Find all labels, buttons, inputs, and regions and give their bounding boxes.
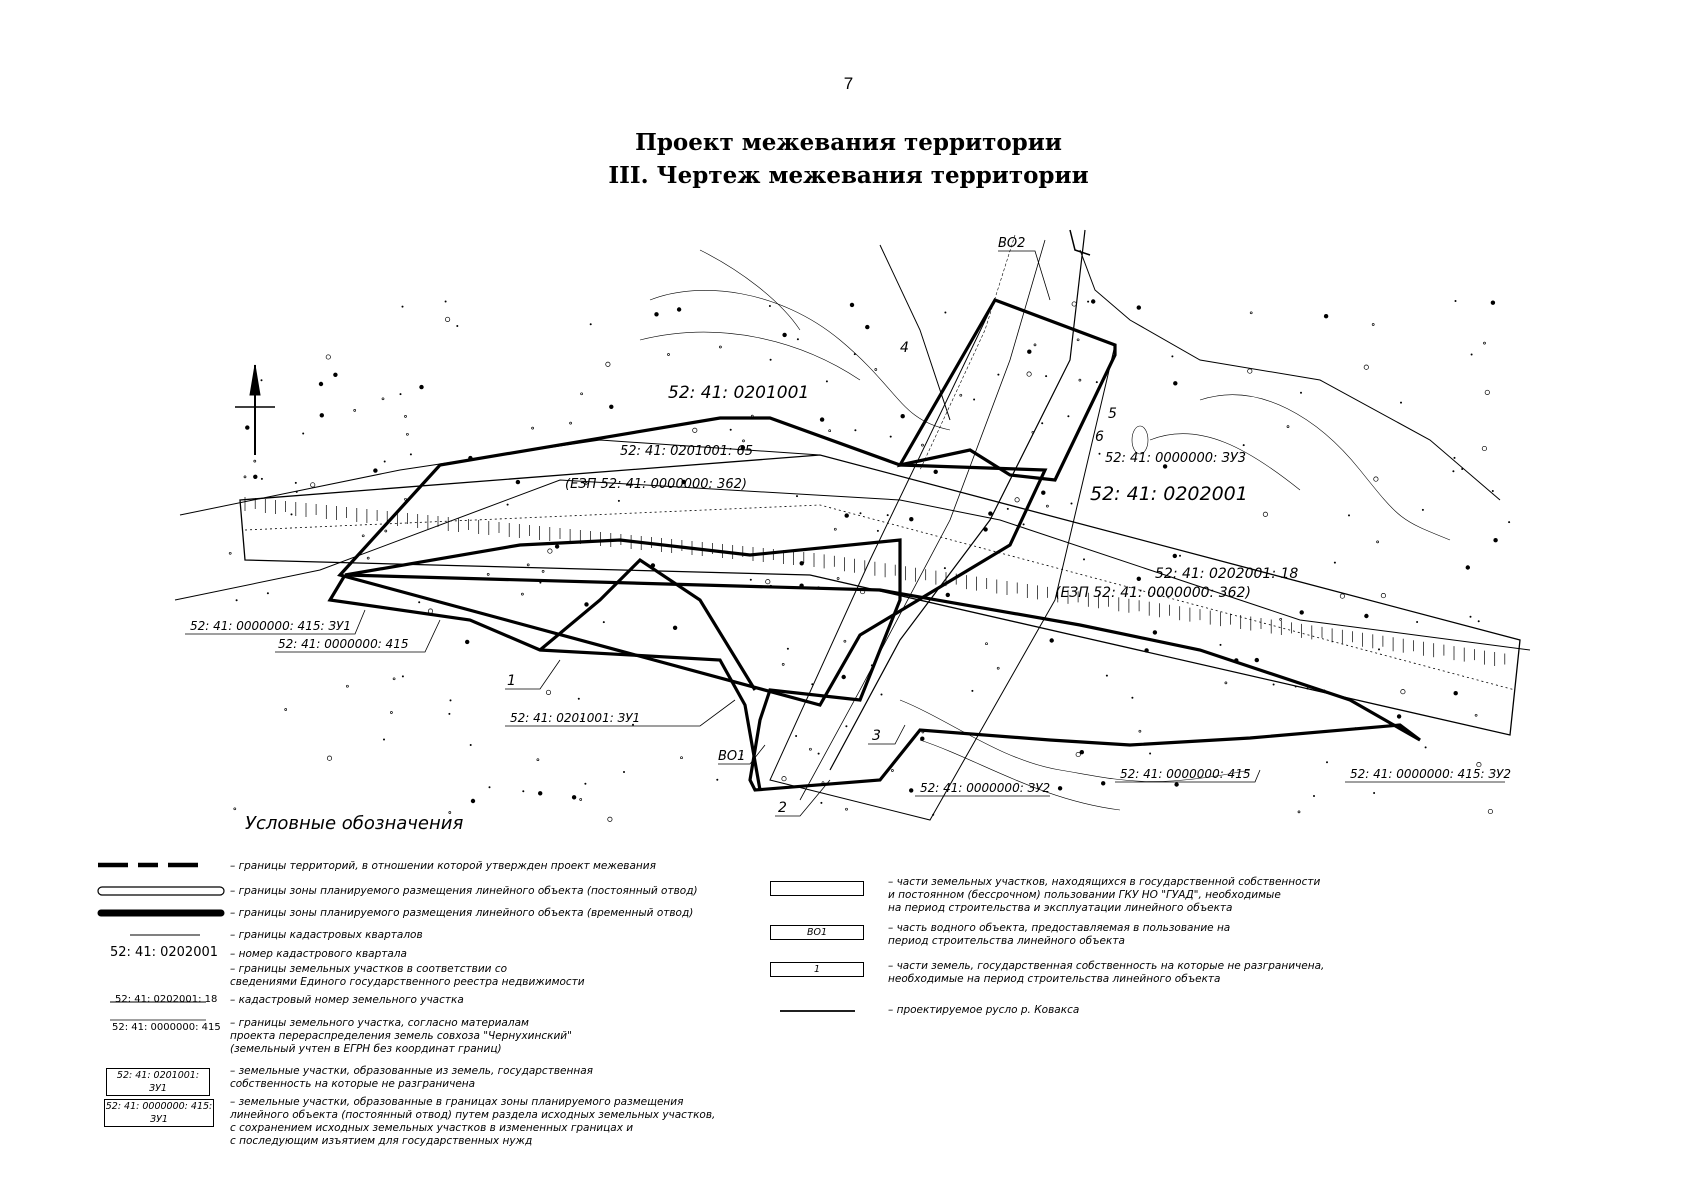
label-leaders — [185, 250, 1505, 817]
parcel-label-5: 52: 41: 0000000: 415 — [1120, 767, 1250, 781]
parcel-label-10: 52: 41: 0201001: 65 — [620, 444, 753, 459]
legend-right-text-0: – части земельных участков, находящихся … — [888, 876, 1321, 914]
legend-right-code-2: 1 — [770, 962, 864, 977]
water-object-label-2: ВО2 — [998, 236, 1025, 251]
legend-right-text-2: – части земель, государственная собствен… — [888, 960, 1325, 985]
legend-code-6: 52: 41: 0202001: 18 — [115, 994, 218, 1005]
parcel-label-3: 52: 41: 0201001: ЗУ1 — [510, 711, 640, 725]
parcel-label-6: 52: 41: 0000000: 415: ЗУ2 — [1350, 767, 1511, 781]
contour-lines — [639, 249, 1451, 811]
water-object-label-1: ВО1 — [718, 749, 745, 764]
parcel-label-9: (ЕЗП 52: 41: 0000000: 362) — [1055, 585, 1251, 601]
temporary-allotment-boundary — [327, 298, 1421, 792]
legend-code-8: 52: 41: 0201001: ЗУ1 — [106, 1068, 210, 1096]
document-title: Проект межевания территории — [635, 129, 1062, 156]
cadastral-quarter-lines — [174, 244, 1531, 651]
document-subtitle: III. Чертеж межевания территории — [608, 162, 1089, 189]
legend-text-8: – земельные участки, образованные из зем… — [230, 1065, 593, 1090]
zone-number-5: 5 — [1108, 406, 1117, 422]
parcel-label-8: 52: 41: 0202001: 18 — [1155, 566, 1298, 582]
legend-text-7: – границы земельного участка, согласно м… — [230, 1017, 572, 1055]
legend-right-text-3: – проектируемое русло р. Ковакса — [888, 1004, 1080, 1016]
quarter-label-2: 52: 41: 0202001 — [1090, 483, 1248, 505]
legend-text-6: – кадастровый номер земельного участка — [230, 994, 464, 1006]
zone-number-1: 1 — [507, 673, 516, 689]
zone-number-4: 4 — [900, 340, 909, 356]
legend-text-0: – границы территорий, в отношении которо… — [230, 860, 656, 872]
legend-code-9: 52: 41: 0000000: 415: ЗУ1 — [104, 1099, 214, 1127]
legend-code-7: 52: 41: 0000000: 415 — [112, 1022, 221, 1033]
legend-text-9: – земельные участки, образованные в гран… — [230, 1096, 716, 1147]
zone-number-2: 2 — [778, 800, 787, 816]
parcel-label-4: 52: 41: 0000000: ЗУ2 — [920, 781, 1050, 795]
parcel-label-11: (ЕЗП 52: 41: 0000000: 362) — [565, 477, 747, 492]
legend-right-text-1: – часть водного объекта, предоставляемая… — [888, 922, 1231, 947]
legend-text-2: – границы зоны планируемого размещения л… — [230, 907, 694, 919]
quarter-label-1: 52: 41: 0201001 — [668, 383, 809, 403]
zone-number-3: 3 — [872, 728, 881, 744]
parcel-label-7: 52: 41: 0000000: ЗУ3 — [1105, 451, 1246, 466]
legend-title: Условные обозначения — [245, 813, 464, 834]
legend-code-4: 52: 41: 0202001 — [110, 945, 219, 960]
legend-right-code-1: ВО1 — [770, 925, 864, 940]
legend-text-3: – границы кадастровых кварталов — [230, 929, 423, 941]
legend-text-1: – границы зоны планируемого размещения л… — [230, 885, 698, 897]
page-number: 7 — [843, 74, 854, 93]
zone-number-6: 6 — [1095, 429, 1104, 445]
parcel-label-1: 52: 41: 0000000: 415: ЗУ1 — [190, 619, 351, 633]
north-arrow-icon — [235, 364, 275, 455]
legend-text-5: – границы земельных участков в соответст… — [230, 963, 585, 988]
legend-right-box-0 — [770, 881, 864, 896]
parcel-label-2: 52: 41: 0000000: 415 — [278, 637, 408, 651]
legend-symbols — [97, 862, 855, 1021]
legend-text-4: – номер кадастрового квартала — [230, 948, 407, 960]
